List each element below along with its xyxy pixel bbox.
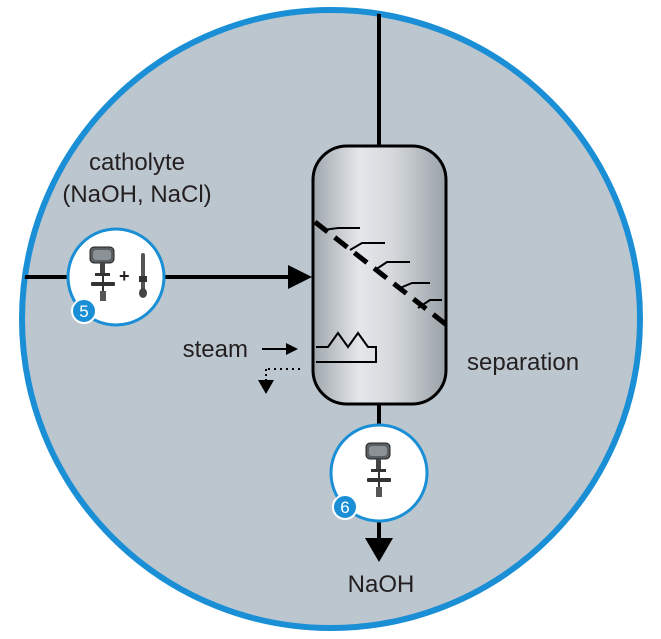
steam-arrow-icon (286, 343, 298, 355)
naoh-arrow-icon (365, 538, 393, 562)
catholyte-label: catholyte (89, 149, 185, 176)
condensate-arrow-icon (258, 380, 274, 394)
instrument-bubble-5[interactable]: + 5 (66, 227, 166, 327)
vessel-internal-divider (313, 220, 450, 328)
separation-label: separation (467, 349, 579, 376)
level-transmitter-icon (89, 246, 115, 301)
badge-6-label: 6 (340, 498, 349, 517)
feed-arrow-icon (288, 265, 312, 289)
badge-5-label: 5 (79, 302, 88, 321)
tray-baffle-1 (322, 227, 360, 231)
tray-baffle-4 (399, 282, 430, 289)
tray-baffle-2 (349, 242, 385, 251)
naoh-label: NaOH (348, 571, 415, 598)
plus-icon: + (119, 266, 130, 286)
badge-5 (71, 298, 97, 324)
heating-coil (316, 331, 377, 363)
tray-baffle-5 (417, 299, 442, 309)
tray-baffle-3 (374, 261, 410, 271)
steam-label: steam (183, 336, 248, 363)
instrument-bubble-6[interactable]: 6 (329, 423, 429, 523)
badge-6 (332, 494, 358, 520)
level-transmitter-icon (365, 442, 391, 497)
temperature-sensor-icon (139, 253, 147, 298)
catholyte-composition-label: (NaOH, NaCl) (62, 181, 211, 208)
